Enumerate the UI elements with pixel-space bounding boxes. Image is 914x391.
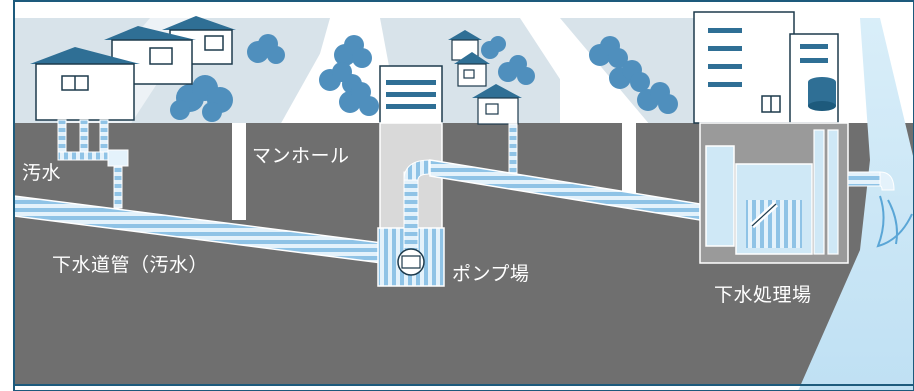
manhole-shaft-1 bbox=[232, 123, 246, 220]
house-back bbox=[162, 16, 236, 65]
river bbox=[798, 18, 914, 391]
pump-station bbox=[377, 65, 445, 287]
trees bbox=[170, 34, 678, 122]
manhole-shaft-2 bbox=[622, 123, 636, 196]
manholes bbox=[232, 123, 636, 220]
label-pump-station: ポンプ場 bbox=[452, 263, 530, 285]
treatment-building bbox=[693, 11, 839, 124]
house-drains bbox=[57, 119, 518, 209]
treatment-tanks bbox=[699, 122, 849, 264]
label-sewage: 汚水 bbox=[22, 162, 62, 184]
label-treatment-plant: 下水処理場 bbox=[714, 284, 812, 306]
left-margin bbox=[0, 0, 14, 391]
label-sewer-pipe: 下水道管（汚水） bbox=[52, 254, 209, 276]
houses-center bbox=[448, 30, 522, 125]
label-manhole: マンホール bbox=[252, 145, 350, 167]
outfall bbox=[847, 171, 913, 248]
